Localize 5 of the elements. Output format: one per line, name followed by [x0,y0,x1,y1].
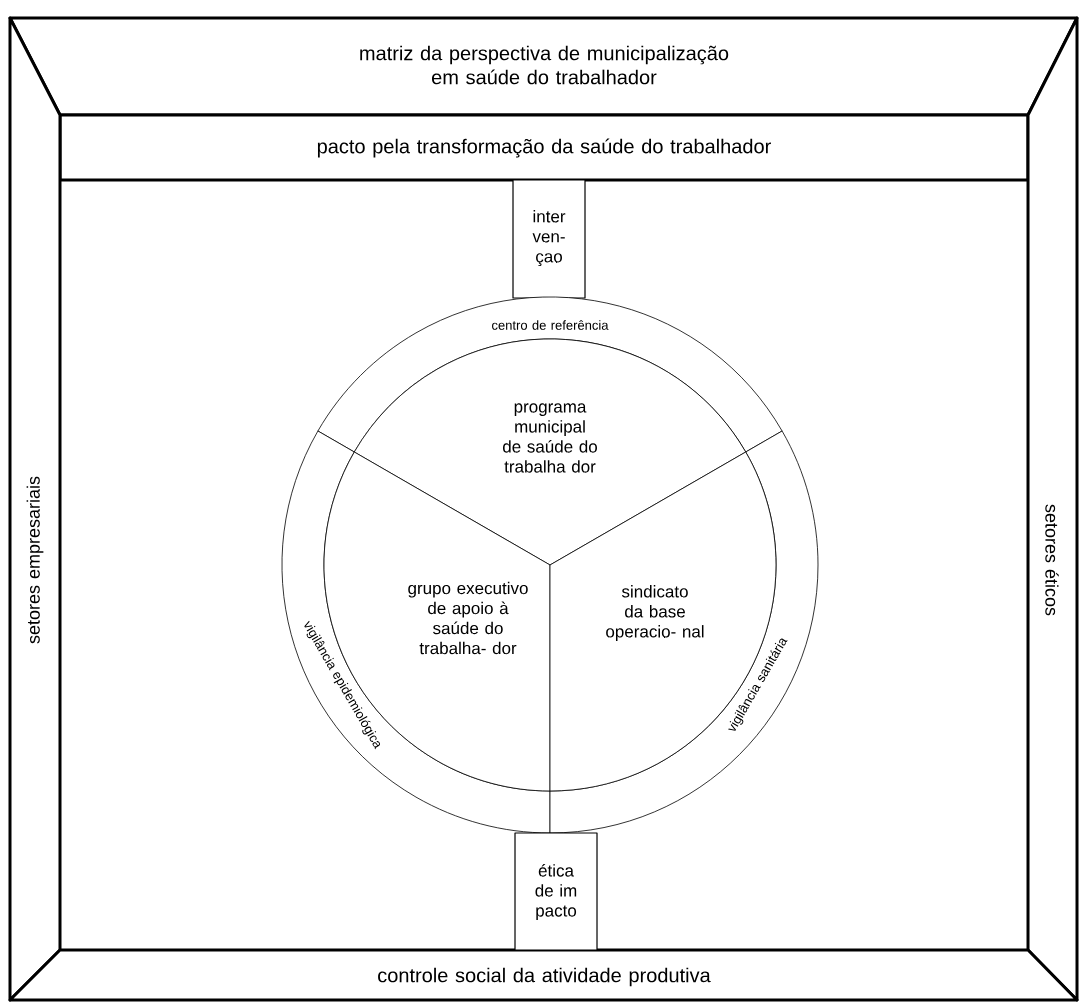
connector-box: ética de im pacto [514,832,598,951]
pie-sector: programa municipal de saúde do trabalha dor [353,338,747,566]
side-wall: setores éticos [1026,16,1079,1002]
connector-box: inter ven- çao [512,179,586,299]
side-wall: setores empresariais [8,16,62,1002]
